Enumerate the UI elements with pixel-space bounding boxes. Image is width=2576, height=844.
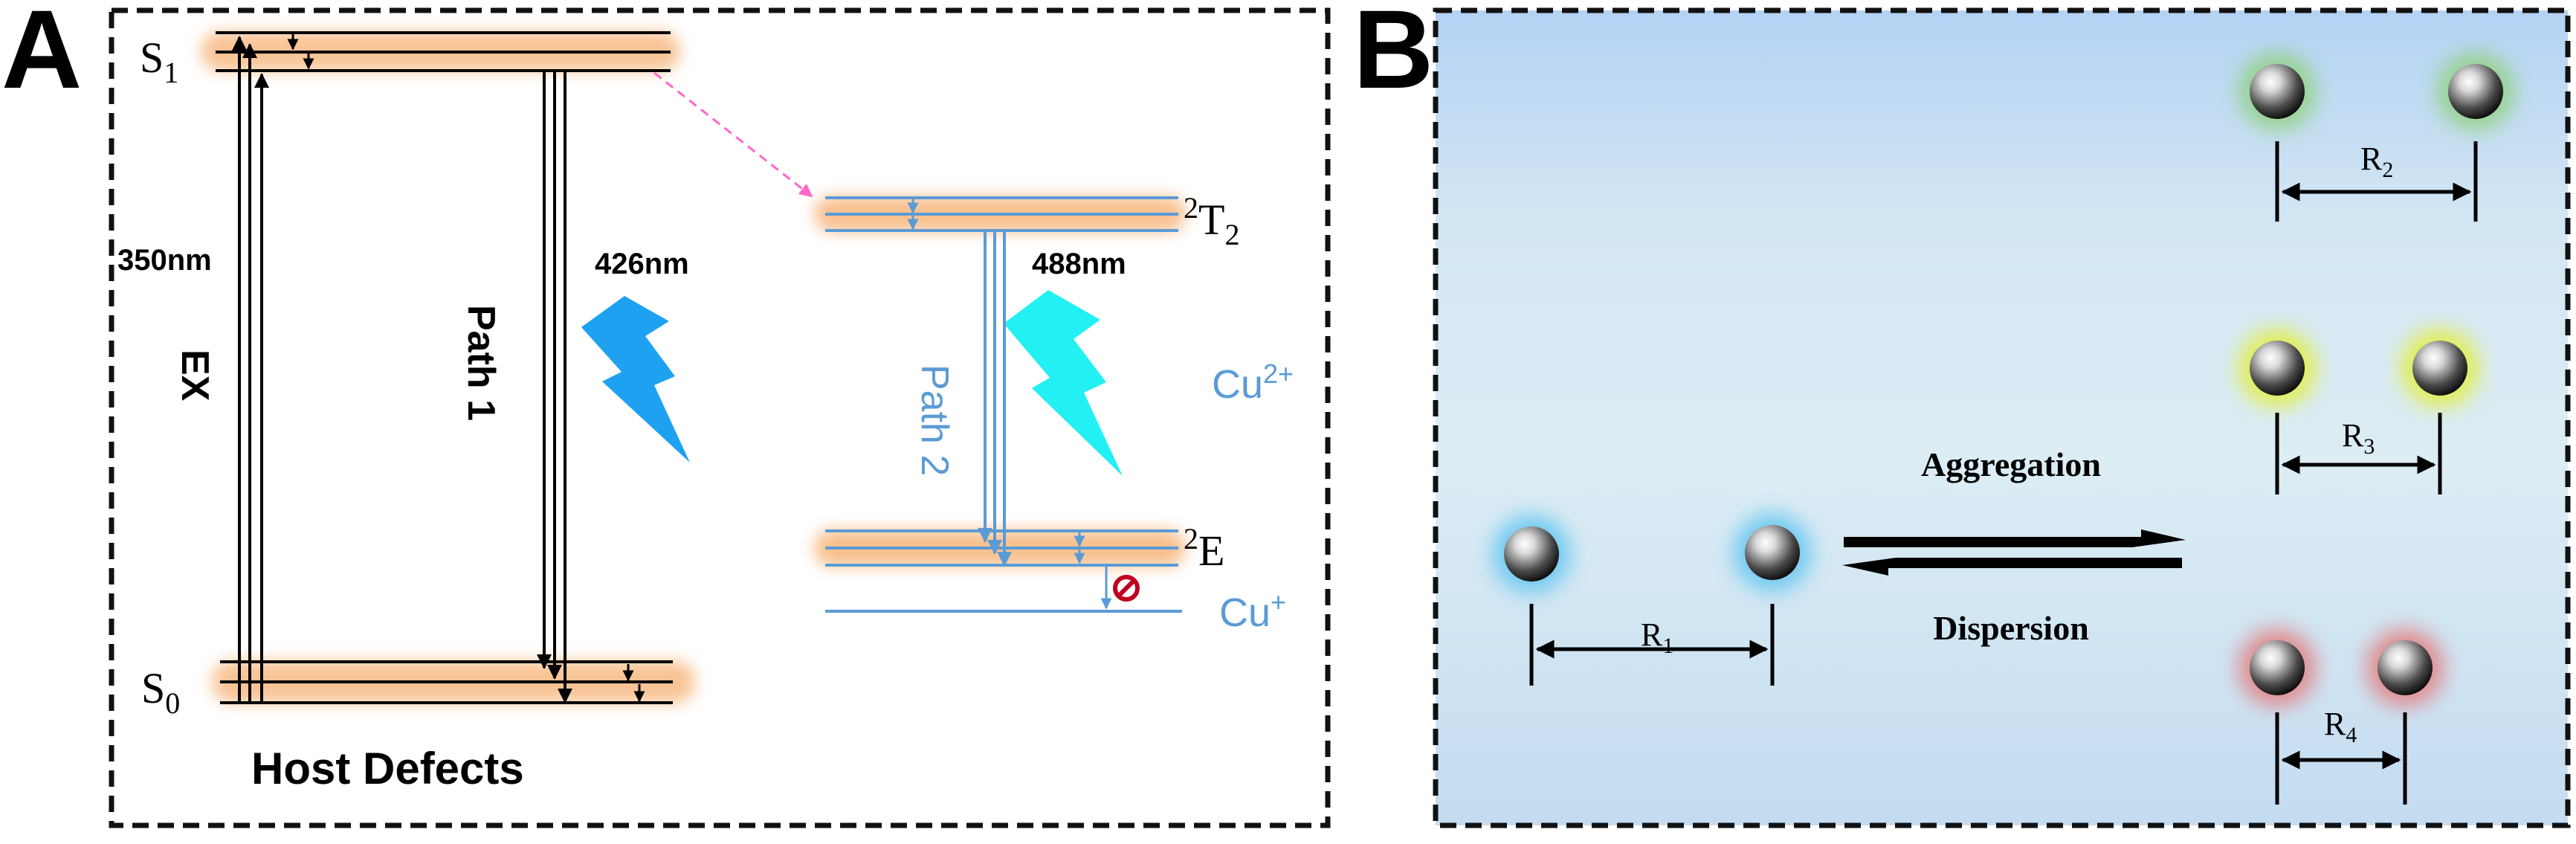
aggregation-arrow [1844, 529, 2186, 547]
r1-dimension [1529, 604, 1775, 686]
r3-dimension [2275, 413, 2442, 495]
s0-relaxation-arrows [622, 664, 645, 703]
aggregation-label: Aggregation [1921, 445, 2101, 483]
r2-dimension [2275, 141, 2478, 222]
dispersion-label: Dispersion [1933, 609, 2089, 647]
panel-a: A S1 S0 [1, 0, 1331, 828]
s1-label: S1 [140, 33, 178, 89]
path2-wavelength-label: 488nm [1032, 248, 1126, 280]
particle-yellow-left [2238, 329, 2316, 407]
path1-arrows [537, 71, 572, 703]
e-label: 2E [1184, 522, 1224, 575]
cyan-lightning-icon [1004, 290, 1123, 476]
s1-relaxation-arrows [287, 33, 314, 70]
forbidden-icon [1113, 575, 1140, 602]
ex-wavelength-label: 350nm [117, 244, 212, 277]
energy-transfer-arrow [653, 71, 813, 198]
r1-label: R1 [1641, 616, 1673, 658]
blue-lightning-icon [581, 296, 690, 463]
r3-label: R3 [2342, 417, 2375, 459]
particle-yellow-right [2401, 329, 2479, 407]
particle-red-right [2366, 629, 2444, 706]
excitation-arrows [232, 36, 269, 703]
ex-label: EX [173, 349, 216, 402]
path2-arrows [978, 232, 1012, 567]
e-level [814, 529, 1186, 567]
path1-wavelength-label: 426nm [595, 248, 689, 280]
particle-red-left [2238, 629, 2316, 706]
particle-green-right [2437, 53, 2514, 130]
dispersion-arrow [1842, 558, 2182, 576]
s1-level [201, 31, 680, 72]
s0-label: S0 [141, 664, 180, 720]
r4-dimension [2275, 712, 2407, 805]
particle-green-left [2238, 53, 2316, 130]
t2-label: 2T2 [1184, 191, 1239, 251]
cu1-label: Cu+ [1219, 587, 1286, 635]
path1-label: Path 1 [459, 305, 503, 421]
host-defects-label: Host Defects [251, 744, 524, 793]
r2-label: R2 [2360, 141, 2393, 182]
particle-blue-right [1734, 514, 1811, 591]
r4-label: R4 [2324, 706, 2357, 747]
cu2-label: Cu2+ [1212, 358, 1294, 407]
particle-blue-left [1493, 515, 1570, 593]
panel-b: B [1353, 0, 2571, 828]
panel-a-letter: A [1, 0, 82, 112]
panel-b-letter: B [1353, 0, 1433, 112]
s0-level [212, 660, 695, 704]
t2-level [814, 196, 1186, 232]
path2-label: Path 2 [913, 364, 956, 476]
